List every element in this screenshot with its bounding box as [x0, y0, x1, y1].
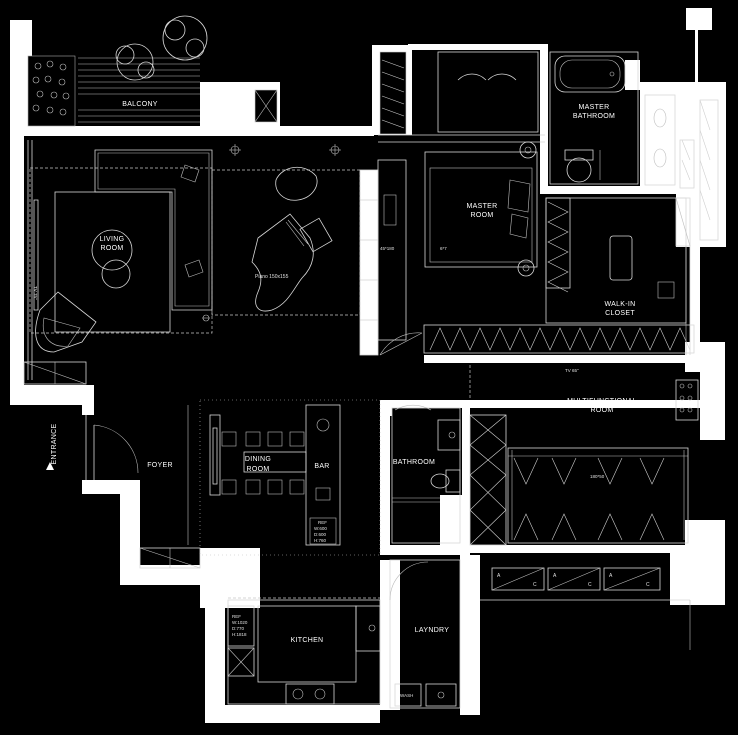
tv-master-label: TV 65" — [565, 368, 579, 373]
entrance-label: ENTRANCE — [51, 424, 58, 465]
bed-dim-label: 6*7 — [440, 246, 447, 251]
master-bathroom — [549, 51, 719, 241]
multi-label-2: ROOM — [591, 407, 614, 414]
ac-label: A — [553, 573, 557, 579]
kitchen-ref-label: REF — [232, 614, 241, 619]
dining-room — [187, 399, 381, 556]
balcony-area — [27, 15, 278, 127]
kitchen-ref-d: D:770 — [232, 626, 245, 631]
kitchen-label: KITCHEN — [291, 637, 324, 644]
bar-ref-h: H:760 — [314, 538, 327, 543]
living-room: Piano 150x155 TV 75" — [23, 140, 379, 385]
master-bath-label-1: MASTER — [579, 104, 610, 111]
bathroom — [391, 404, 461, 544]
foyer-label: FOYER — [147, 462, 173, 469]
c-label: C — [646, 582, 650, 588]
walk-in-closet — [545, 197, 691, 355]
c-label: C — [533, 582, 537, 588]
master-room-label-2: ROOM — [471, 212, 494, 219]
living-room-label-2: ROOM — [101, 245, 124, 252]
tv-living-label: TV 75" — [33, 286, 38, 300]
bar-ref-w: W:600 — [314, 526, 327, 531]
kitchen-ref-h: H:1818 — [232, 632, 247, 637]
closet-dim-label: 180*50 — [590, 474, 605, 479]
bar-label: BAR — [314, 463, 329, 470]
tree-icon — [115, 15, 208, 81]
wash-label: WASH — [400, 693, 413, 698]
laundry-label: LAYNDRY — [415, 627, 450, 634]
bar-ref-label: REF — [318, 520, 327, 525]
piano-label: Piano 150x155 — [255, 274, 289, 280]
ac-label: A — [497, 573, 501, 579]
walkin-label-2: CLOSET — [605, 310, 635, 317]
dining-label-2: ROOM — [247, 466, 270, 473]
balcony-label: BALCONY — [122, 101, 158, 108]
dining-label-1: DINING — [245, 456, 271, 463]
c-label: C — [588, 582, 592, 588]
ac-units — [480, 567, 691, 650]
master-dim-label: 45*180 — [380, 246, 395, 251]
walls — [10, 8, 726, 723]
kitchen — [227, 597, 381, 705]
kitchen-ref-w: W:1020 — [232, 620, 248, 625]
master-room: 45*180 6*7 TV 65" — [377, 51, 695, 373]
master-bath-label-2: BATHROOM — [573, 113, 615, 120]
entrance-arrow-icon — [46, 462, 54, 470]
multi-label-1: MULTIFUNCTIONAL — [567, 398, 637, 405]
ac-label: A — [609, 573, 613, 579]
walkin-label-1: WALK-IN — [604, 301, 635, 308]
light-icon — [202, 144, 341, 322]
multifunctional-room: 180*50 — [469, 365, 699, 546]
bathroom-label: BATHROOM — [393, 459, 435, 466]
master-room-label-1: MASTER — [467, 203, 498, 210]
laundry — [389, 559, 461, 709]
living-room-label-1: LIVING — [100, 236, 125, 243]
foyer — [46, 415, 201, 569]
bar-ref-d: D:600 — [314, 532, 327, 537]
